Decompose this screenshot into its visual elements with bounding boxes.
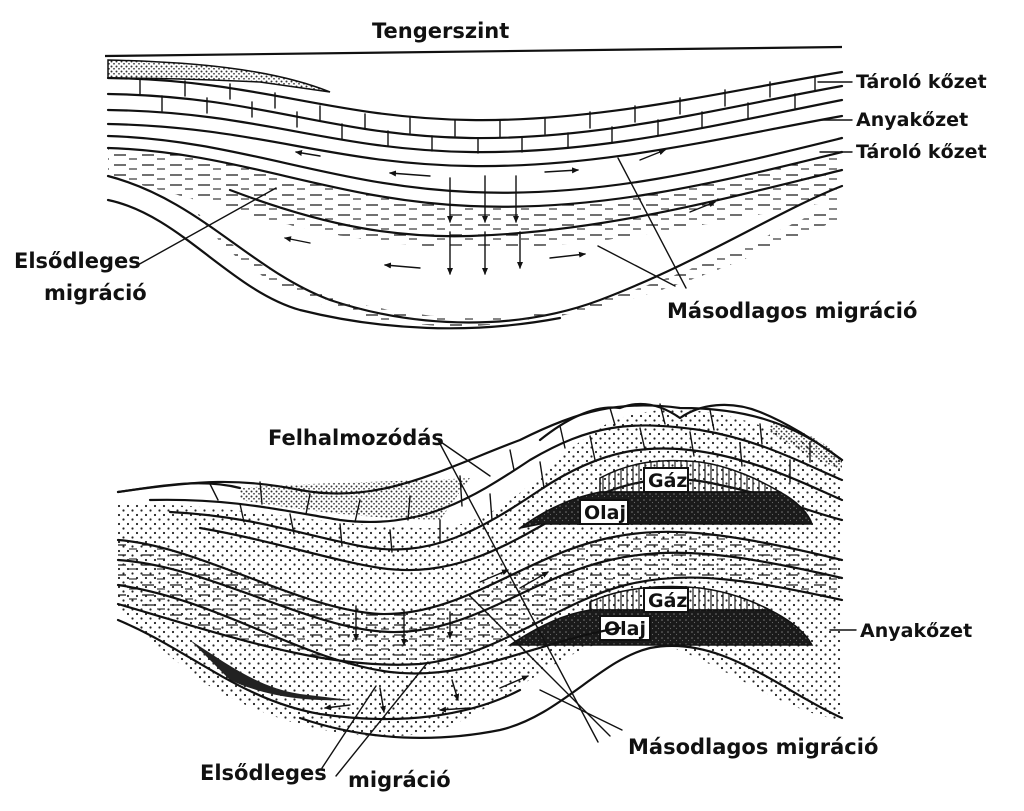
top-primary-migration-label-1: Elsődleges — [14, 249, 141, 273]
top-shale-band-2 — [195, 200, 842, 327]
top-primary-migration-label-2: migráció — [44, 281, 147, 305]
lower-gas-label: Gáz — [648, 590, 687, 612]
bottom-diagram: Gáz Olaj Gáz Olaj — [116, 402, 972, 792]
top-source-rock-label: Anyakőzet — [856, 109, 968, 131]
bottom-source-rock-band — [118, 531, 842, 665]
top-layer-a — [106, 134, 844, 194]
top-secondary-migration-arrows — [284, 149, 716, 269]
sea-level-label: Tengerszint — [372, 19, 509, 43]
bottom-dark-source-lens — [190, 640, 350, 701]
lower-gas-label-box — [643, 587, 689, 613]
lower-oil-label-box — [599, 615, 651, 641]
bottom-source-rock-label: Anyakőzet — [860, 620, 972, 642]
upper-oil-label-box — [579, 499, 629, 525]
top-reservoir-upper-label: Tároló kőzet — [856, 71, 987, 93]
lower-oil-label: Olaj — [604, 618, 646, 640]
bottom-primary-migration-label-2: migráció — [348, 768, 451, 792]
bottom-primary-migration-label-1: Elsődleges — [200, 761, 327, 785]
accumulation-label: Felhalmozódás — [268, 426, 444, 450]
top-secondary-migration-label: Másodlagos migráció — [667, 299, 917, 323]
bottom-secondary-migration-arrows — [324, 569, 549, 713]
upper-gas-label-box — [643, 467, 689, 493]
bottom-sand-cap-left — [240, 478, 470, 520]
upper-trap: Gáz Olaj — [519, 459, 814, 529]
bottom-top-surface — [116, 402, 844, 494]
lower-trap: Gáz Olaj — [507, 585, 814, 646]
top-diagram: Tengerszint — [14, 19, 987, 330]
bottom-secondary-migration-label: Másodlagos migráció — [628, 735, 878, 759]
bottom-primary-migration-arrows — [353, 605, 460, 713]
upper-oil-label: Olaj — [584, 502, 626, 524]
top-primary-migration-arrows — [447, 175, 523, 275]
bottom-sand-cap-right — [770, 420, 842, 470]
top-shale-band-1 — [108, 148, 842, 249]
top-limestone-band — [106, 70, 844, 168]
lower-oil-zone — [507, 609, 814, 646]
top-reservoir-lower-label: Tároló kőzet — [856, 141, 987, 163]
upper-gas-label: Gáz — [648, 470, 687, 492]
sea-level-line — [104, 45, 843, 58]
